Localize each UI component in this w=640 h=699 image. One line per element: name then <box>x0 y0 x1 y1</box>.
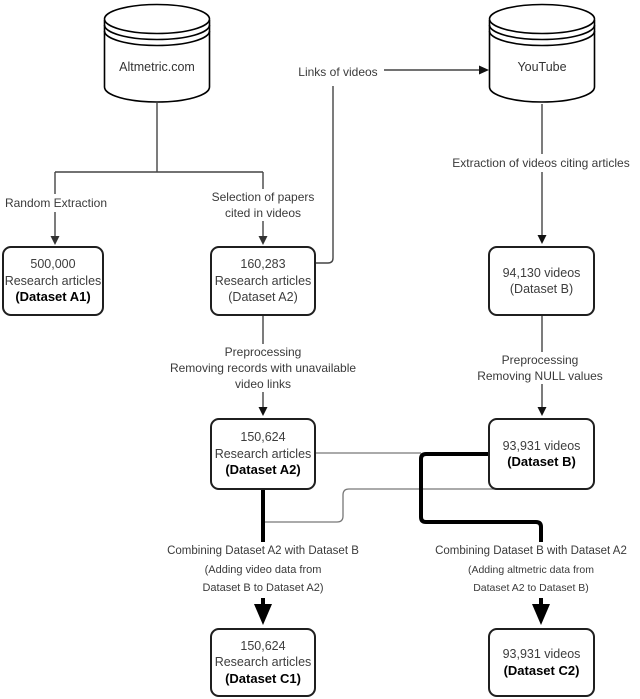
label-line: (Adding video data from <box>204 563 322 576</box>
youtube-database-icon: YouTube <box>488 2 596 104</box>
database-cylinder-icon <box>103 3 211 103</box>
label-combining-right: Combining Dataset B with Dataset A2 (Add… <box>431 542 631 598</box>
box-dataset-c1: 150,624 Research articles (Dataset C1) <box>210 628 316 697</box>
arrowhead-into-youtube <box>479 65 489 75</box>
box-line: Research articles <box>4 273 102 288</box>
arrowhead-into-a2 <box>258 236 268 245</box>
box-dataset-b-initial: 94,130 videos (Dataset B) <box>488 246 595 316</box>
label-text: Random Extraction <box>4 196 108 210</box>
label-line: Combining Dataset A2 with Dataset B <box>167 545 359 557</box>
box-line: 93,931 videos <box>502 647 581 661</box>
box-line: Research articles <box>214 655 312 670</box>
label-line: Preprocessing <box>224 345 302 359</box>
box-line: Research articles <box>214 273 312 288</box>
box-dataset-a1: 500,000 Research articles (Dataset A1) <box>2 246 104 316</box>
box-dataset-a2-clean: 150,624 Research articles (Dataset A2) <box>210 418 316 490</box>
label-random-extraction: Random Extraction <box>0 194 112 212</box>
box-line: 500,000 <box>30 257 76 272</box>
label-combining-left: Combining Dataset A2 with Dataset B (Add… <box>155 542 371 598</box>
box-line: 93,931 videos <box>502 438 581 453</box>
connector-b-join-thin <box>264 488 520 523</box>
label-selection-of-papers: Selection of papers cited in videos <box>204 189 322 221</box>
connector-altmetric-split <box>54 103 264 237</box>
database-cylinder-icon <box>488 3 596 103</box>
altmetric-label: Altmetric.com <box>119 60 195 74</box>
label-line: cited in videos <box>224 206 302 220</box>
box-dataset-c2: 93,931 videos (Dataset C2) <box>488 628 595 697</box>
arrowhead-into-a1 <box>50 236 60 245</box>
label-line: Dataset B to Dataset A2) <box>202 582 324 594</box>
label-line: Combining Dataset B with Dataset A2 <box>435 545 627 557</box>
arrowhead-into-a2-clean <box>258 407 268 416</box>
arrowhead-into-b <box>537 235 547 244</box>
youtube-label: YouTube <box>517 60 567 74</box>
connector-b-main-thick <box>419 452 543 605</box>
box-line-dataset-name: (Dataset C2) <box>503 662 580 678</box>
label-text: Links of videos <box>298 65 378 79</box>
box-line: 160,283 <box>240 257 286 272</box>
label-line: (Adding altmetric data from <box>467 563 595 576</box>
label-text: Extraction of videos citing articles <box>452 156 630 170</box>
box-line: 150,624 <box>240 638 286 653</box>
box-line: 94,130 videos <box>502 265 581 280</box>
label-line: video links <box>234 377 292 391</box>
label-line: Removing records with unavailable <box>169 361 357 375</box>
box-line-dataset-name: (Dataset A2) <box>225 462 301 478</box>
box-dataset-a2-initial: 160,283 Research articles (Dataset A2) <box>210 246 316 316</box>
box-line-dataset-name: (Dataset A1) <box>15 289 91 305</box>
box-line: Research articles <box>214 446 312 461</box>
label-extraction-of-videos: Extraction of videos citing articles <box>442 154 640 172</box>
label-links-of-videos: Links of videos <box>292 62 384 82</box>
arrowhead-into-c1 <box>254 604 272 625</box>
arrowhead-into-c2 <box>532 604 550 625</box>
label-preprocessing-left: Preprocessing Removing records with unav… <box>148 344 378 392</box>
box-line-dataset-name: (Dataset C1) <box>225 670 301 686</box>
altmetric-database-icon: Altmetric.com <box>103 2 211 104</box>
box-line-dataset-name: (Dataset A2) <box>228 290 298 305</box>
label-preprocessing-right: Preprocessing Removing NULL values <box>444 352 636 384</box>
box-line-dataset-name: (Dataset B) <box>507 454 576 469</box>
label-line: Removing NULL values <box>477 369 603 383</box>
connector-a2-to-links <box>316 86 334 264</box>
label-line: Dataset A2 to Dataset B) <box>473 582 589 594</box>
label-line: Selection of papers <box>211 190 315 204</box>
box-line: 150,624 <box>240 430 286 445</box>
box-line-dataset-name: (Dataset B) <box>509 282 574 296</box>
label-line: Preprocessing <box>501 353 579 367</box>
box-dataset-b-clean: 93,931 videos (Dataset B) <box>488 418 595 490</box>
arrowhead-into-b-clean <box>537 407 547 416</box>
